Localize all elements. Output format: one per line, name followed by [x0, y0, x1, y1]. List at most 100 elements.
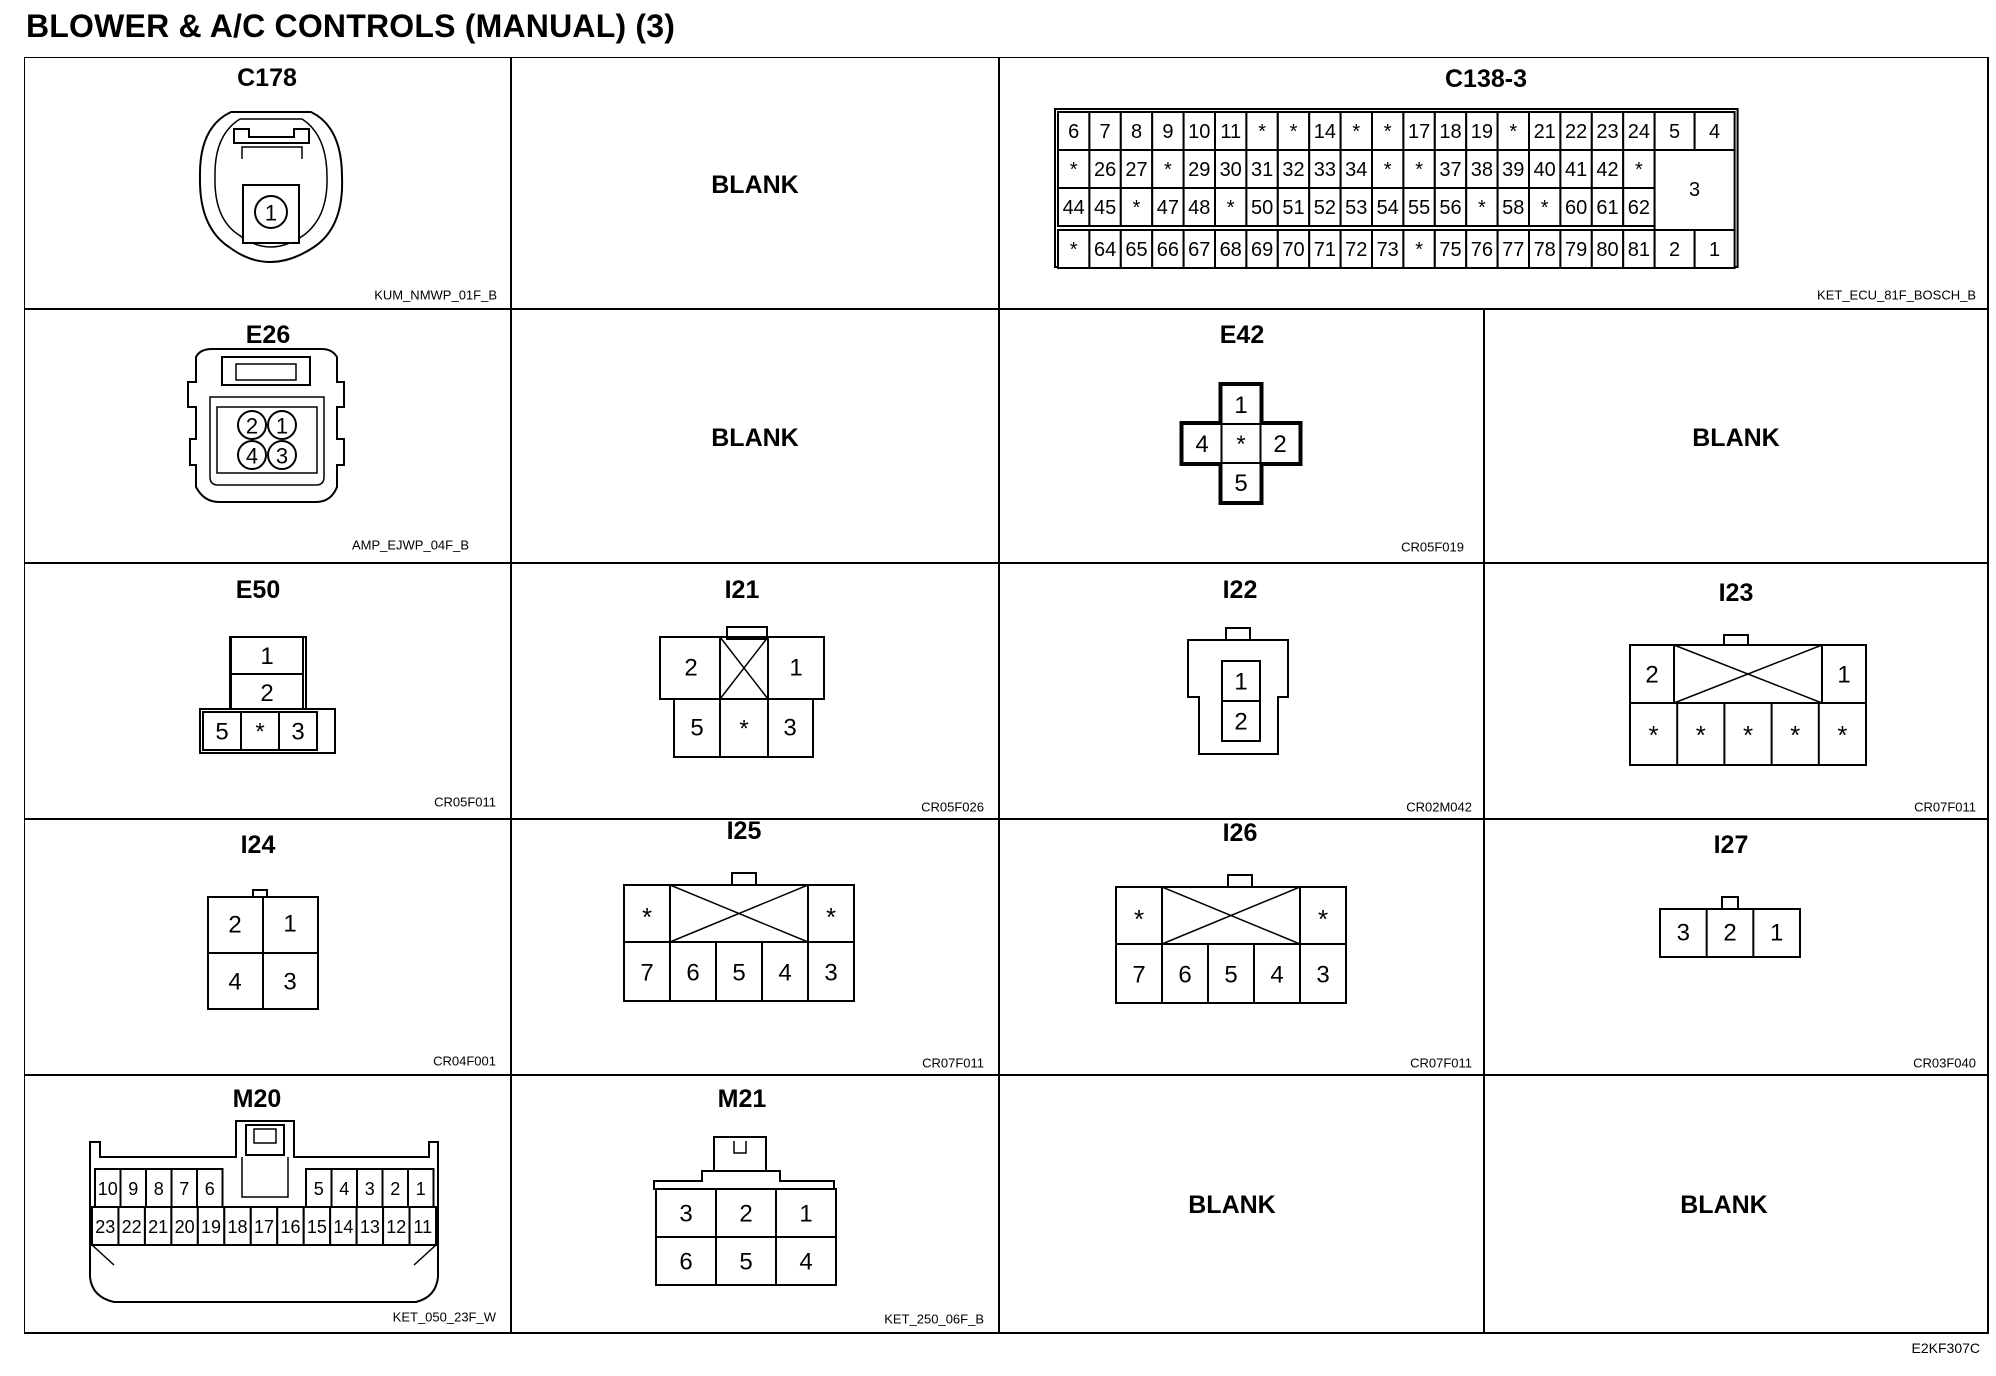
- pin-label: 2: [390, 1179, 400, 1199]
- divider: [413, 1244, 437, 1266]
- part-code: KET_050_23F_W: [393, 1310, 497, 1325]
- pin-label: *: [1790, 720, 1800, 750]
- connector-latch: [1225, 627, 1251, 641]
- pin-cell: [230, 636, 304, 675]
- pin-label: 69: [1251, 239, 1273, 261]
- connector-shell: [1659, 908, 1801, 958]
- pin-cell: [1465, 149, 1499, 189]
- connector-name: I23: [1719, 579, 1754, 607]
- pin-circle: [254, 195, 288, 229]
- pin-label: *: [1415, 239, 1423, 261]
- pin-label: 31: [1251, 159, 1273, 181]
- connector-shell: [89, 1120, 439, 1303]
- pin-label: 12: [386, 1217, 406, 1237]
- pin-label: *: [642, 902, 652, 932]
- figure-code: E2KF307C: [1911, 1340, 1980, 1356]
- pin-label: *: [1696, 720, 1706, 750]
- pin-cell: [1465, 111, 1499, 151]
- pin-label: *: [1070, 239, 1078, 261]
- connector-cavity: [216, 406, 318, 474]
- blank-cell: BLANK: [1692, 424, 1780, 452]
- pin-label: 7: [1100, 121, 1111, 143]
- pin-cell: [1433, 111, 1468, 151]
- pin-label: 72: [1345, 239, 1367, 261]
- pin-label: 40: [1534, 159, 1556, 181]
- pin-label: 44: [1063, 197, 1085, 219]
- connector-latch: [235, 363, 297, 381]
- divider: [91, 1244, 115, 1266]
- part-code: CR04F001: [433, 1054, 496, 1069]
- pin-label: 19: [1471, 121, 1493, 143]
- connector-latch: [253, 1128, 277, 1144]
- connector-latch: [733, 1141, 747, 1154]
- pin-cell: [715, 1236, 777, 1286]
- pin-label: 70: [1282, 239, 1304, 261]
- pin-label: 60: [1565, 197, 1587, 219]
- blank-label: BLANK: [1188, 1191, 1276, 1219]
- connector-shell: [214, 118, 328, 248]
- part-code: KET_ECU_81F_BOSCH_B: [1817, 288, 1976, 303]
- pin-label: 3: [679, 1201, 692, 1228]
- connector-latch: [241, 1157, 289, 1198]
- blank-label: BLANK: [711, 424, 799, 452]
- pin-label: 64: [1094, 239, 1116, 261]
- pin-label: 3: [291, 719, 304, 746]
- connector-latch: [1227, 874, 1253, 888]
- pin-cell: [1245, 111, 1279, 151]
- connector-shell: [1629, 644, 1867, 766]
- pin-cell: [240, 711, 280, 751]
- pin-label: 15: [307, 1217, 327, 1237]
- pin-label: 52: [1314, 197, 1336, 219]
- pin-circle: [237, 440, 267, 470]
- connector-name: E26: [246, 321, 290, 349]
- pin-label: 4: [246, 444, 258, 469]
- connector-shell: [653, 1170, 835, 1190]
- pin-cell: [1057, 187, 1091, 227]
- pin-label: 2: [1273, 431, 1286, 458]
- pin-cell: [196, 1168, 224, 1208]
- pin-cell: [1371, 111, 1405, 151]
- pin-label: 5: [215, 719, 228, 746]
- pin-cell: [242, 184, 300, 244]
- pin-label: 19: [201, 1217, 221, 1237]
- pin-label: 3: [1316, 962, 1329, 989]
- pin-label: 4: [778, 960, 791, 987]
- pin-label: 81: [1628, 239, 1650, 261]
- divider: [1673, 644, 1823, 704]
- pin-label: 4: [339, 1179, 349, 1199]
- pin-cell: [1528, 187, 1562, 227]
- pin-circle: [237, 410, 267, 440]
- pin-label: 1: [260, 643, 273, 670]
- pin-cell: [1259, 423, 1301, 464]
- part-code: CR05F026: [921, 800, 984, 815]
- pin-cell: [1214, 229, 1248, 269]
- pin-label: 17: [254, 1217, 274, 1237]
- pin-cell: [119, 1168, 147, 1208]
- pin-label: 50: [1251, 197, 1273, 219]
- pin-label: 77: [1502, 239, 1524, 261]
- pin-label: 9: [1162, 121, 1173, 143]
- pin-cell: [775, 1236, 837, 1286]
- blank-cell: BLANK: [1680, 1191, 1768, 1219]
- pin-label: 18: [1439, 121, 1461, 143]
- pin-label: 21: [148, 1217, 168, 1237]
- pin-cell: [278, 711, 318, 751]
- blank-label: BLANK: [711, 171, 799, 199]
- pin-cell: [230, 673, 304, 712]
- pin-label: 2: [228, 912, 241, 939]
- pin-label: 5: [1234, 470, 1247, 497]
- pin-label: 1: [1234, 669, 1247, 696]
- part-code: CR05F019: [1401, 540, 1464, 555]
- pin-label: 45: [1094, 197, 1116, 219]
- pin-label: 79: [1565, 239, 1587, 261]
- blank-cell: BLANK: [1188, 1191, 1276, 1219]
- pin-label: 1: [1770, 920, 1783, 947]
- pin-label: *: [739, 716, 748, 743]
- pin-cell: [1088, 149, 1122, 189]
- pin-label: 8: [1131, 121, 1142, 143]
- pin-label: 7: [179, 1179, 189, 1199]
